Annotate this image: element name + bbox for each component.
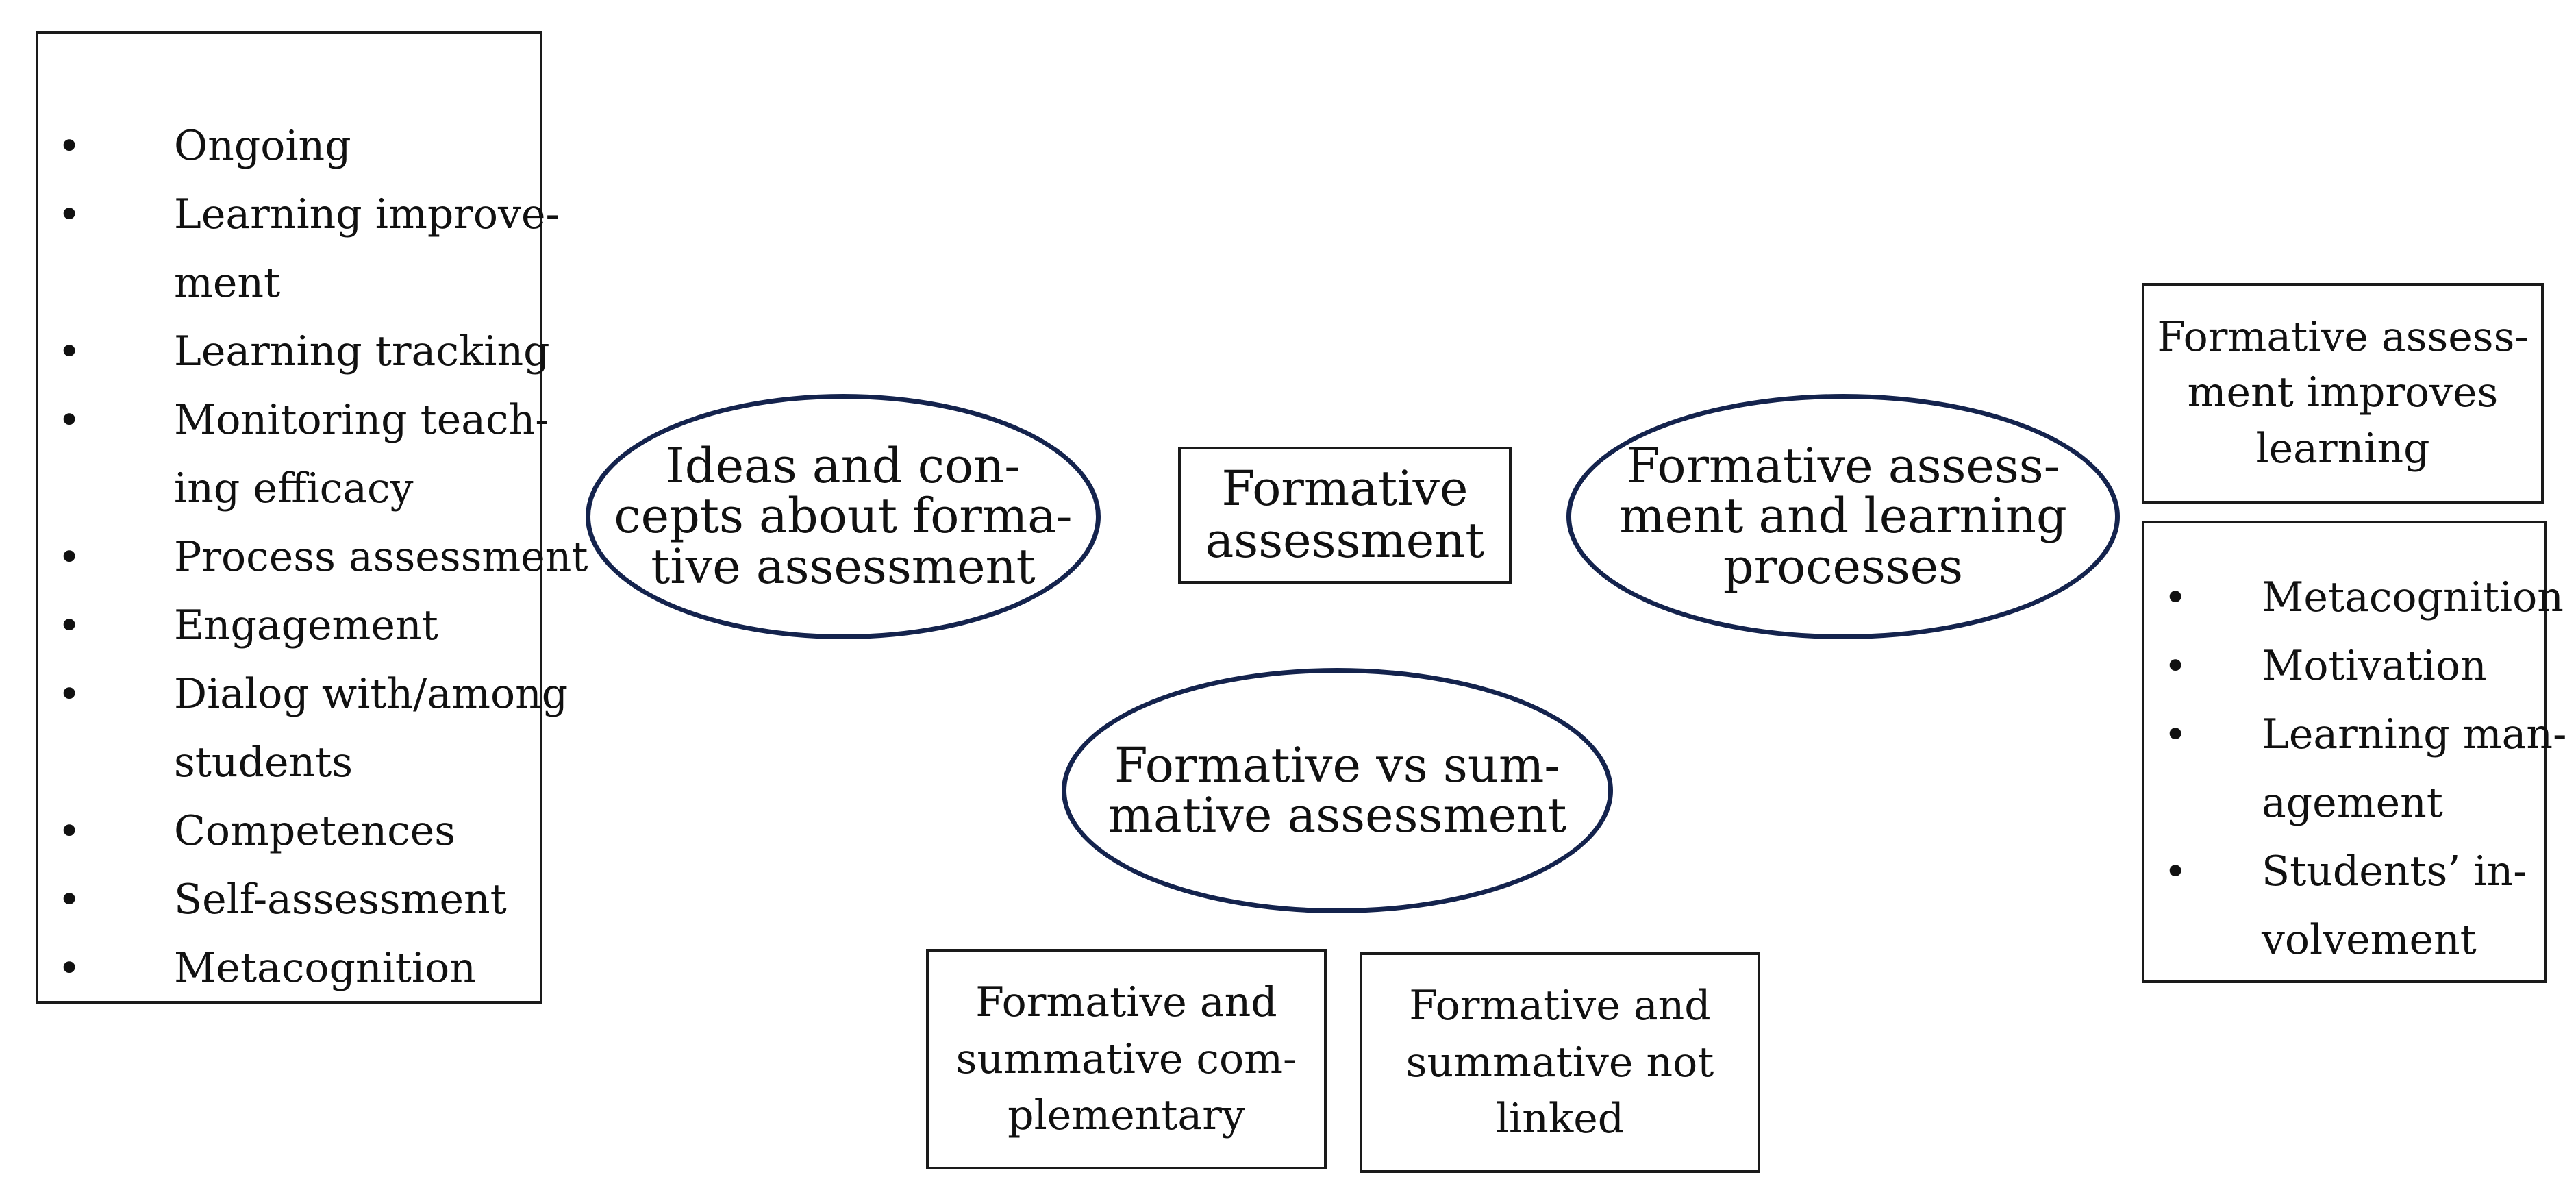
list-item: • Self-assessment xyxy=(58,865,588,934)
item-text: agement xyxy=(2262,779,2443,827)
item-text: ing efficacy xyxy=(174,465,414,512)
list-item: • Competences xyxy=(58,797,588,865)
item-text: Motivation xyxy=(2262,642,2487,690)
box-label: summative com- xyxy=(955,1035,1297,1083)
item-text: Metacognition xyxy=(2262,573,2564,621)
box-label: plementary xyxy=(1008,1091,1245,1140)
list-item: • Process assessment xyxy=(58,523,588,591)
bullet-icon: • xyxy=(2164,711,2188,758)
bullet-icon: • xyxy=(58,534,82,580)
box-label: ment improves xyxy=(2187,369,2499,417)
item-text: volvement xyxy=(2262,916,2477,964)
list-item: • Ongoing xyxy=(58,112,588,180)
bullet-icon: • xyxy=(58,191,82,238)
left-concepts-list: • Ongoing • Learning improve- ment • Lea… xyxy=(58,112,588,1002)
center-label: assessment xyxy=(1205,512,1485,569)
learning-processes-list: • Metacognition • Motivation • Learning … xyxy=(2164,563,2566,974)
bullet-icon: • xyxy=(58,876,82,923)
improves-learning-box: Formative assess- ment improves learning xyxy=(2142,283,2544,504)
item-text: Competences xyxy=(174,807,456,855)
item-text: students xyxy=(174,739,353,787)
bullet-icon: • xyxy=(58,808,82,854)
box-label: Formative and xyxy=(1409,981,1711,1030)
list-item: • Monitoring teach- ing efficacy xyxy=(58,386,588,523)
left-concepts-box: • Ongoing • Learning improve- ment • Lea… xyxy=(36,31,588,1004)
list-item: • Learning tracking xyxy=(58,317,588,386)
formative-vs-summative-ellipse: Formative vs sum- mative assessment xyxy=(1062,668,1613,913)
list-item: • Learning man- agement xyxy=(2164,700,2566,837)
learning-processes-list-box: • Metacognition • Motivation • Learning … xyxy=(2142,521,2566,983)
item-text: Learning man- xyxy=(2262,710,2567,758)
list-item: • Motivation xyxy=(2164,632,2566,700)
box-label: Formative and xyxy=(975,978,1277,1026)
bullet-icon: • xyxy=(58,397,82,443)
bullet-icon: • xyxy=(2164,574,2188,621)
item-text: Process assessment xyxy=(174,533,588,581)
ellipse-label: Ideas and con- xyxy=(666,437,1021,494)
item-text: Self-assessment xyxy=(174,876,507,924)
not-linked-box: Formative and summative not linked xyxy=(1360,952,1760,1173)
ellipse-label: processes xyxy=(1723,538,1964,595)
item-text: Engagement xyxy=(174,602,438,649)
bullet-icon: • xyxy=(2164,848,2188,895)
bullet-icon: • xyxy=(58,602,82,649)
item-text: Monitoring teach- xyxy=(174,396,549,444)
box-label: summative not xyxy=(1405,1038,1714,1087)
list-item: • Metacognition xyxy=(2164,563,2566,632)
ellipse-label: Formative assess- xyxy=(1626,437,2060,494)
bullet-icon: • xyxy=(58,328,82,375)
item-text: ment xyxy=(174,259,281,307)
bullet-icon: • xyxy=(58,123,82,169)
ideas-concepts-ellipse: Ideas and con- cepts about forma- tive a… xyxy=(586,394,1101,639)
center-label: Formative xyxy=(1221,460,1468,517)
item-text: Dialog with/among xyxy=(174,670,568,718)
item-text: Students’ in- xyxy=(2262,847,2527,895)
list-item: • Learning improve- ment xyxy=(58,180,588,317)
bullet-icon: • xyxy=(58,671,82,717)
item-text: Learning tracking xyxy=(174,327,550,375)
box-label: linked xyxy=(1495,1095,1625,1143)
box-label: learning xyxy=(2255,424,2430,473)
item-text: Ongoing xyxy=(174,122,351,170)
ellipse-label: cepts about forma- xyxy=(614,488,1073,545)
center-node-formative-assessment: Formative assessment xyxy=(1178,447,1512,584)
list-item: • Dialog with/among students xyxy=(58,660,588,797)
ellipse-label: mative assessment xyxy=(1108,787,1567,843)
list-item: • Metacognition xyxy=(58,934,588,1002)
ellipse-label: tive assessment xyxy=(651,538,1036,595)
ellipse-label: ment and learning xyxy=(1619,488,2067,545)
list-item: • Students’ in- volvement xyxy=(2164,837,2566,974)
bullet-icon: • xyxy=(58,945,82,991)
complementary-box: Formative and summative com- plementary xyxy=(926,949,1327,1169)
bullet-icon: • xyxy=(2164,643,2188,689)
item-text: Metacognition xyxy=(174,944,476,992)
list-item: • Engagement xyxy=(58,591,588,660)
item-text: Learning improve- xyxy=(174,190,560,238)
box-label: Formative assess- xyxy=(2157,312,2529,361)
learning-processes-ellipse: Formative assess- ment and learning proc… xyxy=(1566,394,2120,639)
ellipse-label: Formative vs sum- xyxy=(1114,736,1560,793)
